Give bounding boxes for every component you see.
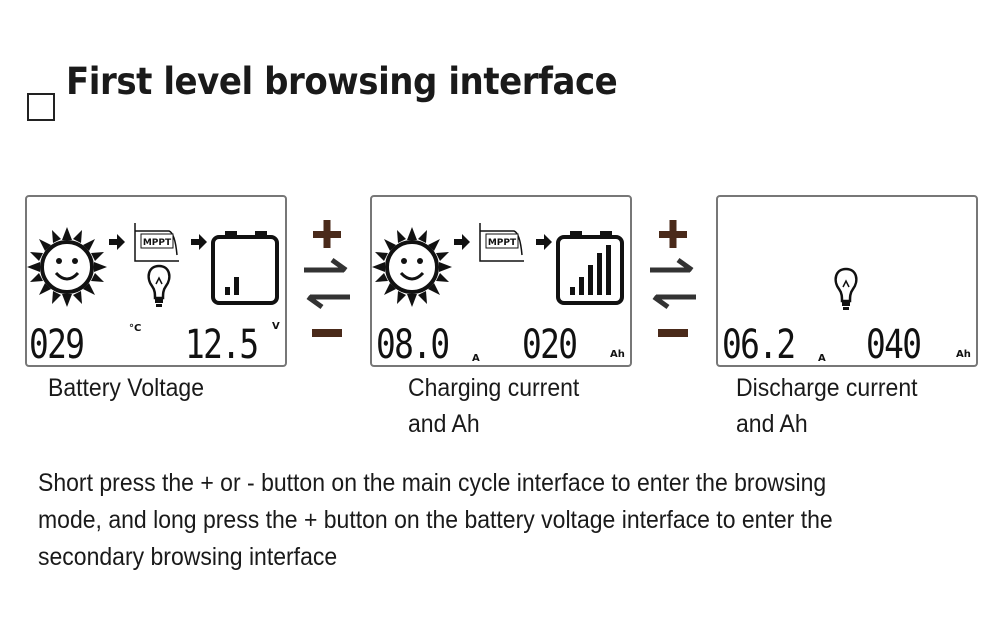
mppt-label: MPPT xyxy=(143,238,172,248)
charging-ah-readout: 020 xyxy=(522,322,578,368)
battery-level-bar xyxy=(570,287,575,295)
temperature-readout: 029 xyxy=(29,322,85,368)
description-text: Short press the + or - button on the mai… xyxy=(38,469,833,571)
swap-arrows-icon xyxy=(302,215,352,355)
temperature-unit: °C xyxy=(129,323,142,334)
arrow-right-icon xyxy=(191,234,207,250)
mppt-curve-icon: MPPT xyxy=(134,223,179,262)
discharge-ah-readout: 040 xyxy=(866,322,922,368)
battery-level-bar xyxy=(579,277,584,295)
mppt-label: MPPT xyxy=(488,238,517,248)
battery-level-bar xyxy=(234,277,239,295)
plus-button-icon xyxy=(659,220,687,248)
charging-ah-unit: Ah xyxy=(610,349,625,360)
light-bulb-icon xyxy=(147,264,171,307)
battery-icon xyxy=(556,231,624,305)
discharge-current-readout: 06.2 xyxy=(722,322,796,368)
minus-button-icon xyxy=(312,329,342,337)
battery-level-bar xyxy=(588,265,593,295)
panel-caption: Discharge current and Ah xyxy=(736,374,918,438)
battery-level-bar xyxy=(225,287,230,295)
battery-level-bar xyxy=(597,253,602,295)
panel-caption: Charging current and Ah xyxy=(408,374,580,438)
battery-level-bar xyxy=(606,245,611,295)
lcd-panel-charging-current: MPPT 08.0 A 020 Ah xyxy=(370,195,632,367)
swap-arrows-icon xyxy=(648,215,698,355)
arrow-right-icon xyxy=(454,234,470,250)
discharge-current-unit: A xyxy=(818,353,826,364)
voltage-readout: 12.5 xyxy=(185,322,259,368)
page-title: First level browsing interface xyxy=(66,60,618,103)
minus-button-icon xyxy=(658,329,688,337)
arrow-right-icon xyxy=(536,234,552,250)
charging-current-unit: A xyxy=(472,353,480,364)
lcd-panel-battery-voltage: MPPT 029 °C 12.5 V xyxy=(25,195,287,367)
panel-caption: Battery Voltage xyxy=(48,374,204,402)
discharge-ah-unit: Ah xyxy=(956,349,971,360)
mppt-curve-icon: MPPT xyxy=(479,223,524,262)
heading-checkbox xyxy=(27,93,55,121)
plus-button-icon xyxy=(313,220,341,248)
charging-current-readout: 08.0 xyxy=(376,322,450,368)
voltage-unit: V xyxy=(272,321,280,332)
sun-icon xyxy=(27,227,107,307)
lcd-panel-discharge-current: 06.2 A 040 Ah xyxy=(716,195,978,367)
light-bulb-icon xyxy=(834,267,858,310)
battery-icon xyxy=(211,231,279,305)
arrow-right-icon xyxy=(109,234,125,250)
sun-icon xyxy=(372,227,452,307)
